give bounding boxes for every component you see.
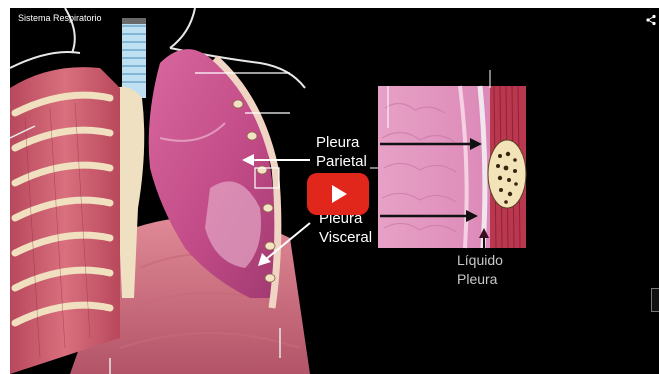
- label-pleura-parietal-line2: Parietal: [316, 152, 367, 171]
- side-panel-tab[interactable]: [651, 288, 659, 312]
- label-pleura-parietal-line1: Pleura: [316, 133, 359, 152]
- share-icon[interactable]: [645, 14, 657, 26]
- label-pleura-visceral-line2: Visceral: [319, 228, 372, 247]
- play-button[interactable]: [307, 173, 369, 215]
- zoom-panel: [370, 70, 526, 248]
- video-player[interactable]: Sistema Respiratorio: [10, 8, 659, 374]
- play-icon: [332, 185, 347, 203]
- video-title[interactable]: Sistema Respiratorio: [18, 13, 102, 23]
- label-liquido-line2: Pleura: [457, 270, 497, 288]
- label-liquido-line1: Líquido: [457, 251, 503, 269]
